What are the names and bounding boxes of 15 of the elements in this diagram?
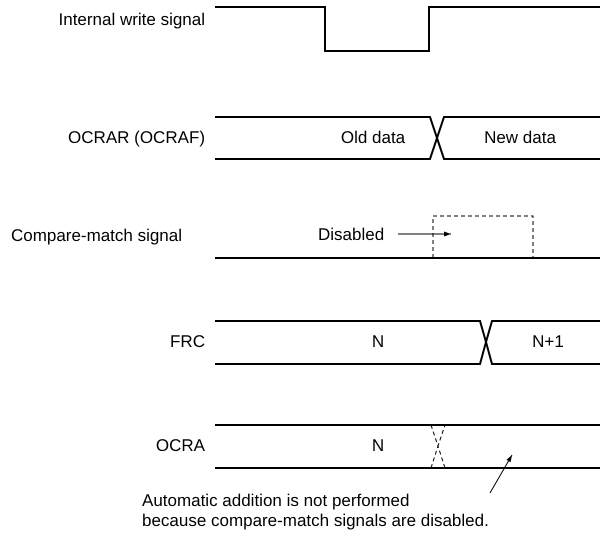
note-text: Automatic addition is not performed because compare-match signals are disabled. (142, 491, 597, 531)
signal-name: FRC (169, 332, 205, 352)
bus-value: N (370, 436, 386, 456)
bus-value: N+1 (531, 332, 565, 352)
bus-value: N (370, 332, 386, 352)
dashed-pulse (432, 216, 534, 258)
bus-value: New data (483, 128, 557, 148)
signal-name: OCRA (154, 436, 205, 456)
leader-line (490, 454, 512, 494)
bus-value: Old data (340, 128, 406, 148)
leader-line (398, 232, 452, 236)
signal-name: Compare-match signal (10, 226, 182, 246)
signal-name: Internal write signal (58, 10, 205, 30)
signal-name: OCRAR (OCRAF) (67, 128, 205, 148)
annotation-text: Disabled (318, 225, 396, 245)
